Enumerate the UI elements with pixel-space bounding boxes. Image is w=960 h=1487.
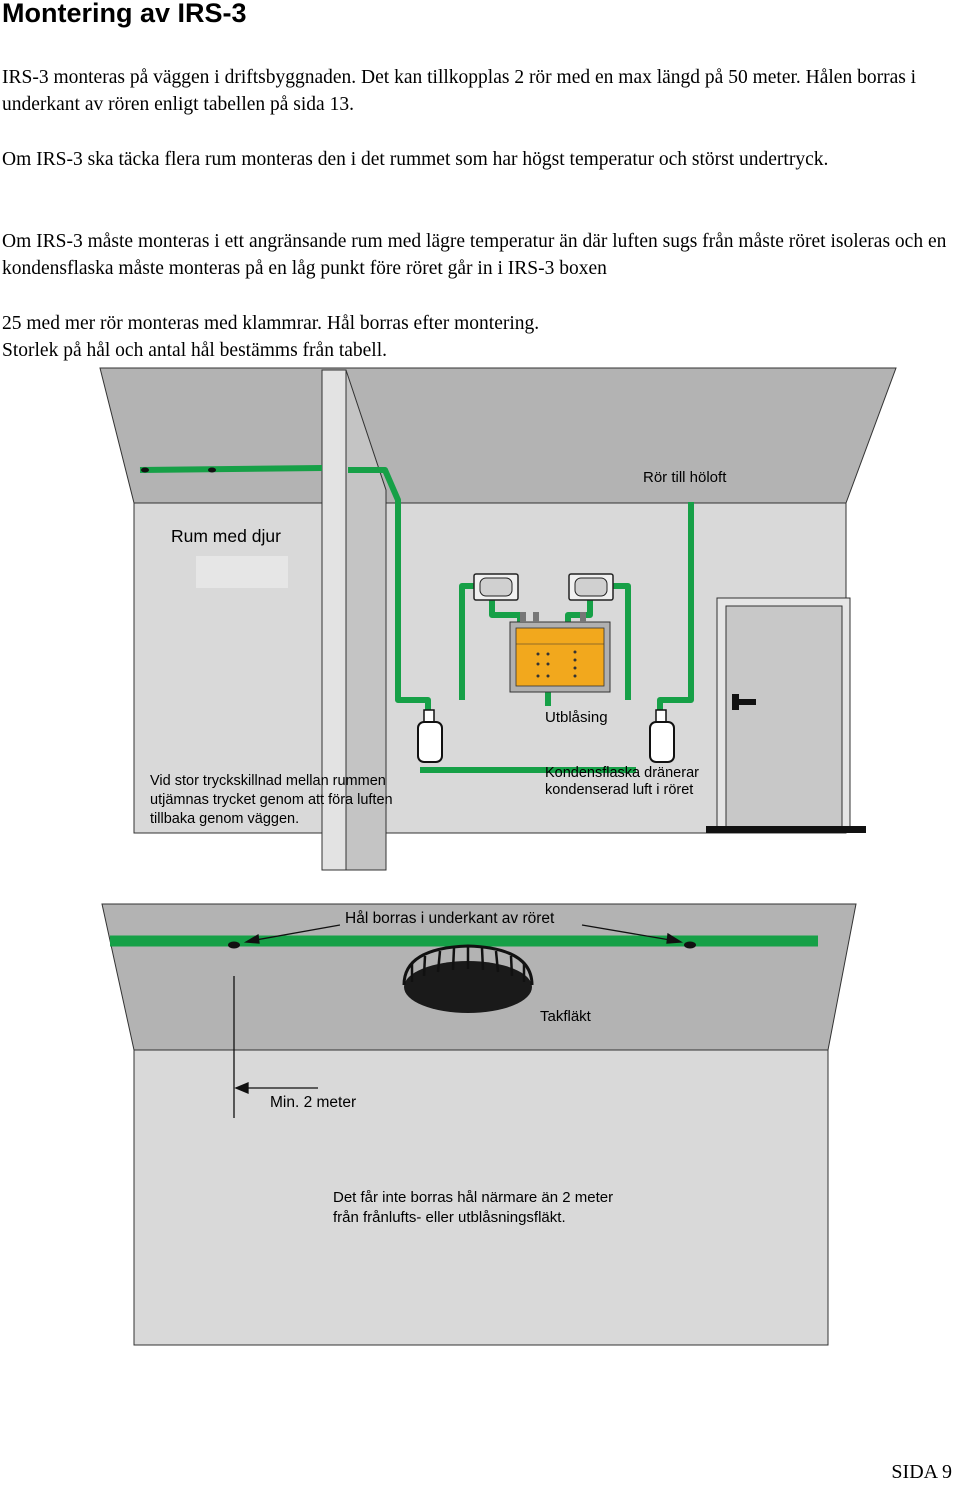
pipe-to-box-2 (565, 600, 593, 624)
paragraph-5: Storlek på hål och antal hål bestämms fr… (2, 340, 388, 361)
label-room: Rum med djur (171, 526, 281, 546)
label-flask-1: Kondensflaska dränerar (545, 765, 699, 781)
filter-right (568, 573, 614, 601)
label-pipe-attic: Rör till höloft (643, 469, 727, 486)
label-pressure-1: Vid stor tryckskillnad mellan rummen (150, 773, 386, 789)
partition-wall-front (321, 369, 347, 871)
wall-2 (133, 1049, 829, 1346)
label-rule-1: Det får inte borras hål närmare än 2 met… (333, 1189, 613, 1206)
pipe-box-to-left-wall (459, 583, 474, 700)
pipe-left-ceiling (139, 465, 323, 473)
ceiling-fan-icon (402, 944, 534, 1013)
flask-right (649, 709, 675, 763)
label-flask-2: kondenserad luft i röret (545, 782, 693, 798)
pipe-left-main (348, 467, 431, 712)
ceiling-hole-2 (208, 467, 216, 473)
label-holes: Hål borras i underkant av röret (345, 910, 555, 927)
label-pressure-2: utjämnas trycket genom att föra luften (150, 792, 393, 808)
min-distance-dimension (233, 976, 318, 1118)
flask-left (417, 709, 443, 763)
drill-hole-1 (228, 941, 240, 949)
pipe-box-to-right (613, 583, 631, 700)
label-fan: Takfläkt (540, 1008, 592, 1025)
label-patch (196, 556, 288, 588)
ceiling (99, 367, 897, 504)
label-exhaust: Utblåsing (545, 709, 608, 726)
installation-diagram: Rör till höloft Rum med djur Utblåsing V… (99, 367, 897, 871)
pipe-right-main (657, 502, 694, 712)
paragraph-4: 25 med mer rör monteras med klammrar. Hå… (2, 313, 540, 334)
page-number: SIDA 9 (891, 1461, 952, 1483)
page-title: Montering av IRS-3 (2, 0, 247, 28)
pipes (139, 465, 694, 773)
ceiling-hole-1 (141, 467, 149, 473)
paragraph-2: Om IRS-3 ska täcka flera rum monteras de… (2, 149, 829, 170)
door (706, 597, 866, 833)
label-rule-2: från frånlufts- eller utblåsningsfläkt. (333, 1209, 566, 1226)
label-pressure-3: tillbaka genom väggen. (150, 811, 299, 827)
hole-distance-diagram: Hål borras i underkant av röret Takfläkt… (101, 903, 857, 1346)
paragraph-3: Om IRS-3 måste monteras i ett angränsand… (2, 231, 947, 279)
irs3-box (509, 612, 611, 693)
paragraph-1: IRS-3 monteras på väggen i driftsbyggnad… (2, 67, 917, 115)
drill-hole-2 (684, 941, 696, 949)
label-min-distance: Min. 2 meter (270, 1094, 356, 1111)
hole-arrows (243, 924, 684, 944)
filter-left (473, 573, 519, 601)
door-handle-icon (734, 699, 756, 705)
